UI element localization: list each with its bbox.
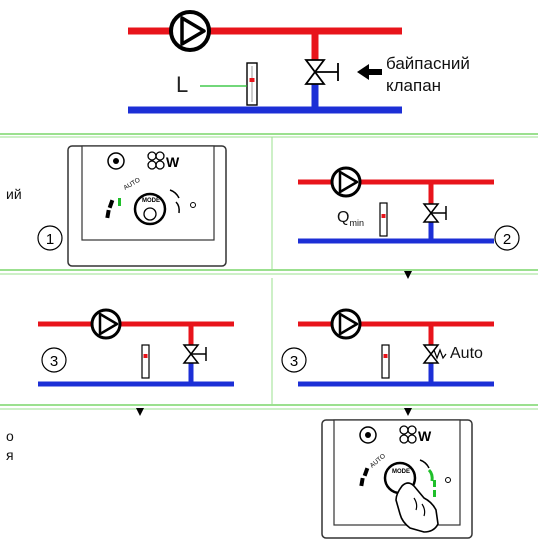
mode-label: MODE [142, 198, 160, 204]
mode-label: MODE [392, 469, 410, 475]
step-number-badge [37, 225, 63, 251]
step-number: 3 [50, 353, 58, 370]
qmin-label: Qmin [337, 209, 364, 229]
flow-indicator-icon [381, 344, 390, 379]
step-number-badge [494, 225, 520, 251]
controller-letter: W [418, 428, 432, 444]
left-cut-text: ий [6, 186, 22, 202]
pump-icon [330, 166, 362, 198]
flow-indicator-label: L [176, 72, 189, 97]
arrow-down-icon [404, 271, 412, 279]
valve-icon [304, 59, 339, 85]
schematic-panel-2: 2 [298, 166, 520, 251]
arrow-left-icon [357, 64, 382, 80]
flow-indicator-icon [379, 202, 388, 237]
sun-snow-icon [359, 426, 377, 444]
radiator-icon [399, 425, 417, 444]
schematic-panel-3-right: 3 [281, 308, 494, 387]
radiator-icon [147, 151, 165, 170]
flow-indicator-icon [246, 62, 258, 106]
controller-panel-2: W MODE AUTO [321, 419, 473, 539]
bypass-label-line2: клапан [386, 76, 442, 95]
mode-button[interactable] [133, 192, 167, 226]
grid-lines [0, 133, 538, 410]
arrow-down-icon [404, 408, 412, 416]
step-number: 3 [290, 353, 298, 370]
step-number: 2 [503, 231, 511, 248]
auto-label: Auto [450, 345, 483, 362]
valve-icon [422, 203, 447, 223]
left-cut-text: я [6, 447, 14, 463]
sun-snow-icon [107, 152, 125, 170]
bypass-label-line1: байпасний [386, 54, 470, 73]
schematic-panel-3-left: 3 [38, 308, 234, 387]
arrow-down-icon [136, 408, 144, 416]
left-cut-text: о [6, 428, 14, 444]
pump-icon [90, 308, 122, 340]
controller-panel-1: W MODE AUTO 1 [37, 145, 227, 267]
auto-valve-icon [422, 344, 447, 364]
controller-letter: W [166, 154, 180, 170]
top-schematic [128, 10, 402, 114]
step-number: 1 [46, 231, 54, 248]
valve-icon [182, 344, 207, 364]
pump-icon [330, 308, 362, 340]
flow-indicator-icon [141, 344, 150, 379]
pump-icon [169, 10, 211, 52]
step-number-badge [281, 347, 307, 373]
step-number-badge [41, 347, 67, 373]
hand-pointer-icon [395, 482, 439, 533]
